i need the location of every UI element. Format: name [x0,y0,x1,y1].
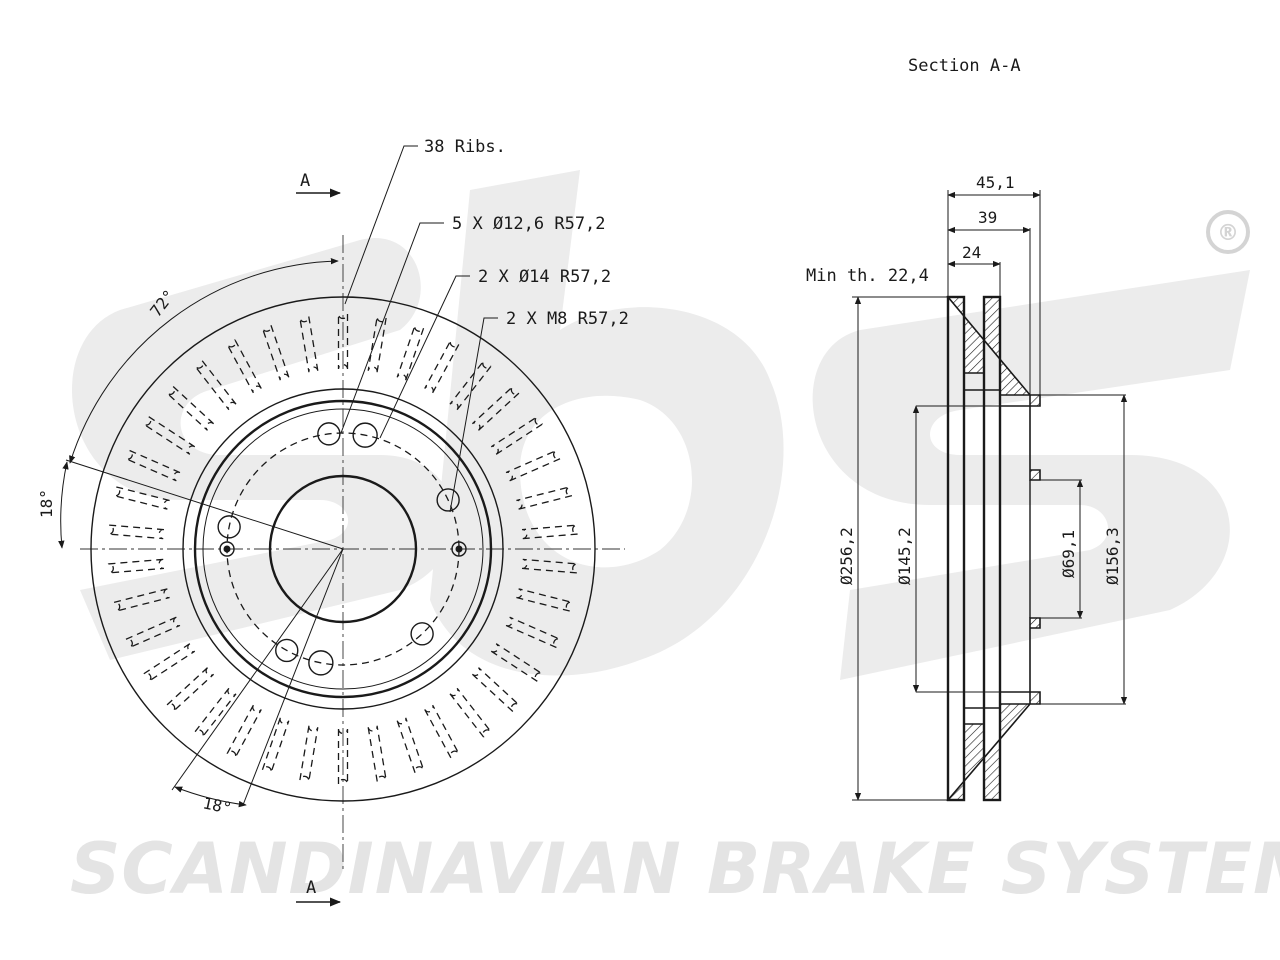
rib [521,558,578,574]
rib [490,416,543,455]
rib [505,449,561,482]
rib [490,643,543,682]
rib [367,316,387,373]
sbs-watermark-logo [71,170,1250,680]
rib [261,717,290,773]
dim-overall-height: 45,1 [976,173,1015,192]
bolt-hole [217,515,241,539]
rib [449,360,492,411]
rib [424,339,460,394]
rib [113,588,170,612]
dim-inner-thickness: 24 [962,243,981,262]
rib [516,486,573,510]
dim-hat-diameter: Ø145,2 [895,527,914,585]
dim-center-bore: Ø69,1 [1059,530,1078,578]
rib [337,728,349,785]
rib [521,524,578,540]
ventilation-inner-edge [182,388,504,710]
section-view: Section A-A 45,1 39 24 Min th. 22,4 Ø256… [806,56,1128,802]
rib [337,313,349,370]
threaded-hole [451,541,467,557]
hat-outer-edge [193,399,493,699]
rib [143,643,196,682]
rib [505,616,561,649]
threaded-hole-center [455,545,463,553]
rib [113,486,170,510]
hat-inner-edge [202,408,484,690]
min-thickness-label: Min th. 22,4 [806,266,929,286]
bolt-hole [410,622,434,646]
center-bore [268,474,418,624]
bolt-hole [275,638,299,663]
rib [166,667,215,712]
callout-threaded-holes: 2 X M8 R57,2 [506,309,629,329]
bolt-hole [436,488,460,512]
rib [516,588,573,612]
angle-18-bottom-label: 18° [201,793,233,818]
rib [299,725,319,782]
front-view: 72° 18° 18° A A 38 Ribs. 5 X Ø12,6 R57,2… [37,137,629,907]
threaded-hole [219,541,235,557]
locating-hole [308,650,334,676]
rib [396,325,425,381]
dim-hub-diameter: Ø156,3 [1103,527,1122,585]
registered-mark: ® [1206,210,1250,254]
locating-hole [352,422,378,448]
rib [449,687,492,738]
section-marker-bottom: A [306,878,316,898]
dim-disc-thickness: 39 [978,208,997,227]
callout-ribs: 38 Ribs. [424,137,506,157]
rib [471,386,520,431]
rib [125,616,181,649]
section-marker-top: A [300,171,310,191]
rib [108,558,165,574]
rib [108,524,165,540]
brand-watermark-text: SCANDINAVIAN BRAKE SYSTEMS [70,828,1280,910]
rib [396,717,425,773]
threaded-hole-center [223,545,231,553]
rib [125,449,181,482]
callout-locating-holes: 2 X Ø14 R57,2 [478,267,611,287]
rib [424,704,460,759]
disc-outer-edge [90,296,596,802]
rib [226,704,262,759]
svg-text:®: ® [1217,221,1239,246]
dim-outer-diameter: Ø256,2 [837,527,856,585]
rib [367,725,387,782]
section-title: Section A-A [908,56,1021,76]
callout-bolt-holes: 5 X Ø12,6 R57,2 [452,214,606,234]
rib [194,687,237,738]
angle-18-left-label: 18° [37,489,56,518]
rib [471,667,520,712]
